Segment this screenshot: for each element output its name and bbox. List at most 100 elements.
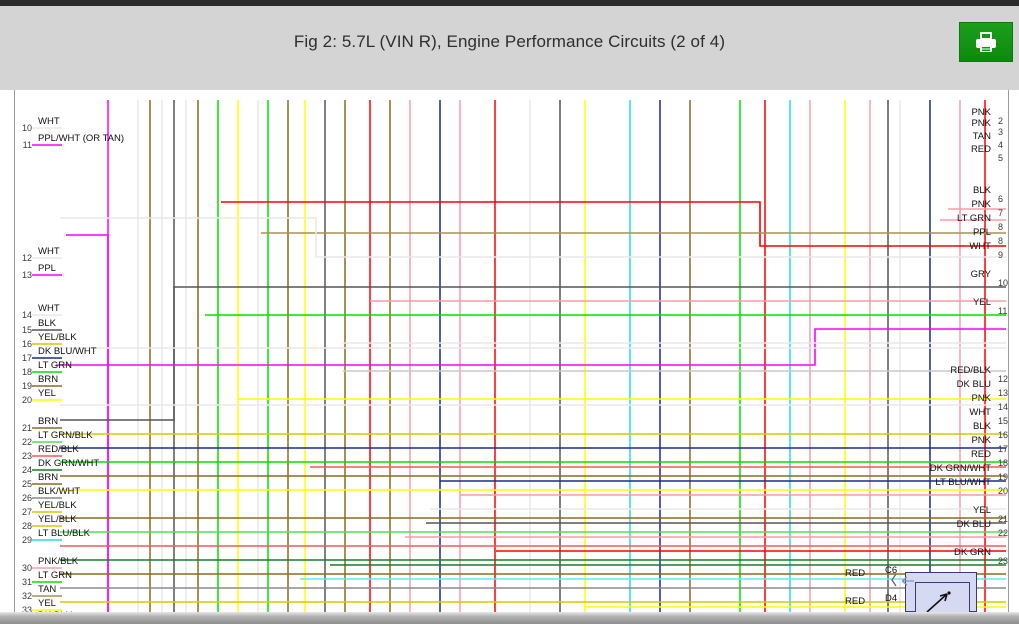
right-terminal-number: 3 (998, 127, 1004, 137)
left-terminal-label: DK BLU/WHT (38, 346, 97, 357)
left-terminal-label: BRN (38, 374, 59, 385)
right-terminal-label: DK BLU (956, 379, 991, 390)
left-terminal-number: 30 (21, 563, 32, 573)
page-title: Fig 2: 5.7L (VIN R), Engine Performance … (293, 32, 726, 51)
left-terminal-label: YEL/BLK (38, 332, 77, 343)
wire-blk-15-route (60, 286, 1006, 421)
right-terminal-label: YEL (973, 505, 991, 516)
left-terminal-number: 29 (21, 535, 32, 545)
diagram-header: Fig 2: 5.7L (VIN R), Engine Performance … (0, 6, 1019, 90)
right-terminal-number: 13 (998, 388, 1009, 398)
right-terminal-number: 6 (998, 194, 1004, 204)
connector-pin-icon (891, 573, 914, 587)
left-terminal-number: 10 (21, 123, 32, 133)
left-terminal-number: 25 (21, 479, 32, 489)
connector-arrow-icon (926, 591, 951, 612)
right-terminal-number: 18 (998, 458, 1009, 468)
left-terminal-number: 18 (21, 367, 32, 377)
left-terminal-label: WHT (38, 303, 60, 314)
left-terminal-number: 14 (21, 310, 32, 320)
wire-ppl-13 (56, 328, 1006, 366)
right-terminal-label: RED (970, 449, 991, 460)
left-terminal-label: BLK/WHT (38, 486, 81, 497)
connector-wire-label: RED (845, 568, 866, 579)
terminal-stubs (32, 127, 62, 611)
window-bottom-edge (0, 612, 1019, 624)
diagram-frame-left (14, 90, 15, 612)
left-terminal-label: LT GRN/BLK (38, 430, 93, 441)
left-terminal-number: 22 (21, 437, 32, 447)
right-terminal-number: 14 (998, 402, 1009, 412)
right-terminal-label: GRY (970, 269, 991, 280)
left-terminal-number: 26 (21, 493, 32, 503)
right-terminal-label: PPL (973, 227, 991, 238)
left-terminal-label: WHT (38, 116, 60, 127)
diagram-frame-right (1008, 90, 1009, 612)
right-terminal-number: 23 (998, 556, 1009, 566)
connector-name-c6[interactable]: C6 (885, 565, 898, 576)
left-terminal-label: LT GRN (38, 570, 72, 581)
right-terminal-number: 5 (998, 153, 1004, 163)
left-terminal-label: WHT (38, 246, 60, 257)
right-terminal-label: DK GRN (954, 547, 991, 558)
connector-name-d4[interactable]: D4 (885, 593, 898, 604)
right-terminal-number: 9 (998, 250, 1004, 260)
left-terminal-number: 23 (21, 451, 32, 461)
right-terminal-number: 17 (998, 444, 1009, 454)
left-terminal-label: YEL (38, 388, 56, 399)
right-terminal-number: 20 (998, 486, 1009, 496)
left-terminal-number: 13 (21, 270, 32, 280)
left-terminal-number: 31 (21, 577, 32, 587)
left-terminal-label: DK BLU (38, 611, 72, 612)
right-terminal-label: PNK (971, 435, 991, 446)
left-terminal-label: PNK/BLK (38, 556, 79, 567)
wire-routing-layer (32, 100, 1006, 612)
left-terminal-number: 12 (21, 253, 32, 263)
left-terminal-label: PPL (38, 263, 56, 274)
left-terminal-number: 11 (22, 140, 32, 150)
left-terminal-number: 17 (21, 353, 32, 363)
right-terminal-label: DK GRN/WHT (929, 463, 991, 474)
right-terminal-label: RED/BLK (950, 365, 991, 376)
right-terminal-number: 11 (998, 306, 1008, 316)
right-terminal-number: 8 (998, 236, 1004, 246)
right-terminal-number: 7 (998, 208, 1004, 218)
left-terminal-number: 28 (21, 521, 32, 531)
right-terminal-number: 21 (998, 514, 1009, 524)
left-terminal-label: LT BLU/BLK (38, 528, 90, 539)
right-terminal-label: LT GRN (957, 213, 991, 224)
right-terminal-label: RED (970, 144, 991, 155)
right-terminal-label: LT BLU/WHT (935, 477, 991, 488)
left-terminal-number: 20 (21, 395, 32, 405)
left-terminal-number: 32 (21, 591, 32, 601)
right-terminal-number: 8 (998, 222, 1004, 232)
right-terminal-number: 19 (998, 472, 1009, 482)
connector-wire-label: RED (845, 596, 866, 607)
right-terminal-label: PNK (971, 393, 991, 404)
right-terminal-label: PNK (971, 199, 991, 210)
left-terminal-number: 19 (21, 381, 32, 391)
wire-routes (56, 201, 1006, 612)
right-terminal-label: WHT (969, 241, 991, 252)
right-terminal-number: 12 (998, 374, 1009, 384)
print-button[interactable] (959, 22, 1013, 62)
left-terminal-number: 24 (21, 465, 32, 475)
left-terminal-label: BRN (38, 416, 59, 427)
printer-icon (973, 30, 999, 54)
left-terminal-label: BRN (38, 472, 59, 483)
left-terminal-label: DK GRN/WHT (38, 458, 100, 469)
right-terminal-label: PNK (971, 118, 991, 129)
wire-red-top-5 (221, 201, 1006, 247)
right-terminal-label: YEL (973, 297, 991, 308)
left-terminal-label: TAN (38, 584, 57, 595)
right-terminal-label: BLK (973, 421, 991, 432)
vertical-wire-bus (107, 100, 986, 612)
left-terminal-label: LT GRN (38, 360, 72, 371)
wire-wht-10 (60, 217, 1006, 258)
right-terminal-label: TAN (972, 131, 991, 142)
left-terminal-label: BLK (38, 318, 56, 329)
left-terminal-number: 16 (21, 339, 32, 349)
right-terminal-number: 16 (998, 430, 1009, 440)
right-terminal-number: 15 (998, 416, 1009, 426)
